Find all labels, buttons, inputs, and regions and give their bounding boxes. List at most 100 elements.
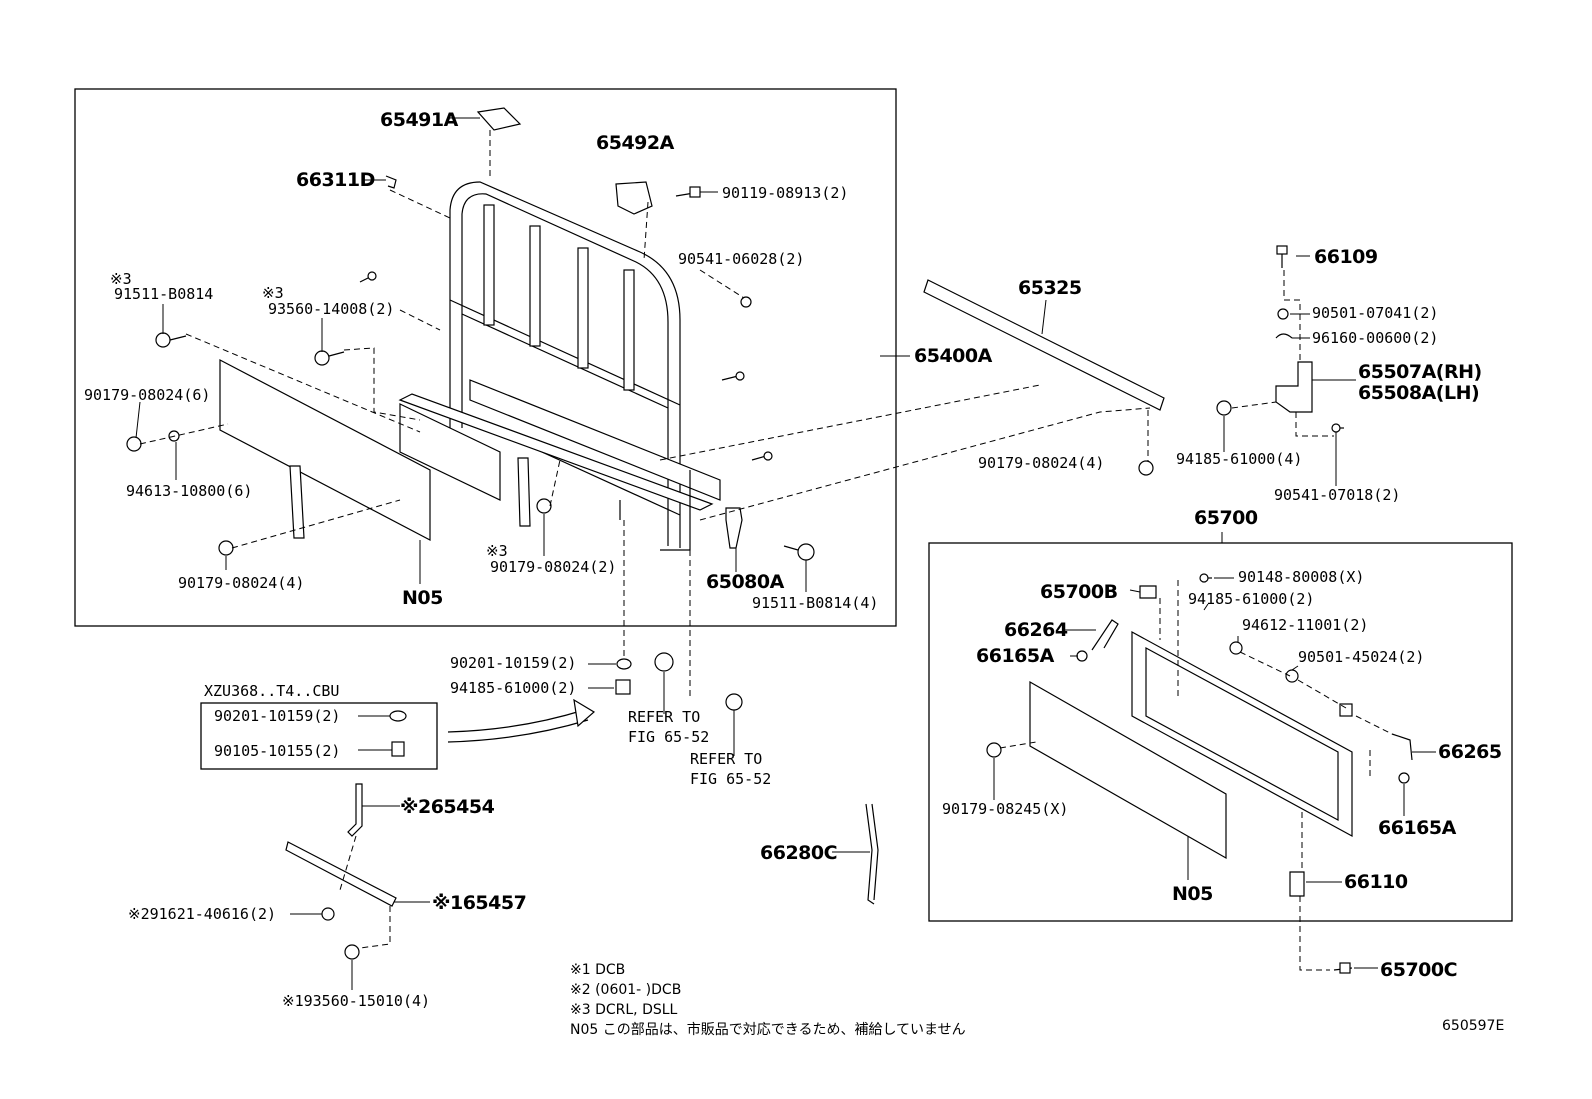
- label-94612: 94612-11001(2): [1242, 616, 1368, 634]
- label-refer2-line1: REFER TO: [690, 750, 762, 768]
- label-65700B: 65700B: [1040, 581, 1118, 603]
- bolt-91511-b: [797, 543, 815, 561]
- footnote-3: ※3 DCRL, DSLL: [570, 1002, 678, 1018]
- chain-66280C: [865, 803, 875, 905]
- nut-90179-b: [218, 540, 234, 556]
- label-65491A: 65491A: [380, 109, 459, 131]
- label-90501-b: 90501-45024(2): [1298, 648, 1424, 666]
- pin-96160: [1275, 333, 1293, 339]
- label-65454: ※265454: [400, 796, 495, 818]
- inner-plate: [399, 403, 501, 501]
- label-94185-b: 94185-61000(2): [1188, 590, 1314, 608]
- cap-66165A-b: [1398, 772, 1410, 784]
- label-65325: 65325: [1018, 277, 1082, 299]
- label-91621: ※291621-40616(2): [128, 905, 276, 923]
- washer-90501-b: [1285, 669, 1299, 683]
- label-91511-a: 91511-B0814: [114, 285, 213, 303]
- board-panel-n05: [219, 359, 431, 541]
- label-65457: ※165457: [432, 892, 526, 914]
- stay-65454: [347, 783, 363, 837]
- label-90201-inset: 90201-10159(2): [214, 707, 340, 725]
- nut-90501-45024: [1339, 703, 1353, 717]
- footnote-1: ※1 DCB: [570, 962, 625, 978]
- label-90541-a: 90541-06028(2): [678, 250, 804, 268]
- label-90179-d: 90179-08024(4): [978, 454, 1104, 472]
- washer-90201: [616, 658, 632, 670]
- bolt-91621: [321, 907, 335, 921]
- nut-94185-a: [1216, 400, 1232, 416]
- label-mark3-a: ※3: [110, 270, 132, 288]
- bracket-66110: [1289, 871, 1305, 897]
- label-mark3-c: ※3: [486, 542, 508, 560]
- label-90148: 90148-80008(X): [1238, 568, 1364, 586]
- label-94185-a: 94185-61000(4): [1176, 450, 1302, 468]
- bolt-90541-a: [740, 296, 752, 308]
- label-66264: 66264: [1004, 619, 1068, 641]
- label-90541-b: 90541-07018(2): [1274, 486, 1400, 504]
- part-65700B: [1139, 585, 1157, 599]
- label-65080A: 65080A: [706, 571, 785, 593]
- label-65400A: 65400A: [914, 345, 993, 367]
- label-refer1-line2: FIG 65-52: [628, 728, 709, 746]
- bolt-refer-2: [725, 693, 743, 711]
- label-65507A: 65507A(RH): [1358, 361, 1482, 383]
- label-66165A-b: 66165A: [1378, 817, 1457, 839]
- hinge-65507A: [1275, 361, 1313, 413]
- label-66165A-a: 66165A: [976, 645, 1055, 667]
- label-65492A: 65492A: [596, 132, 675, 154]
- tailgate-frame: [1131, 630, 1353, 838]
- main-assembly-box: [74, 88, 897, 627]
- label-66109: 66109: [1314, 246, 1378, 268]
- nut-90179-a: [126, 436, 142, 452]
- label-94613: 94613-10800(6): [126, 482, 252, 500]
- part-65491A-bracket: [476, 107, 522, 131]
- washer-90201-inset: [389, 710, 407, 722]
- tailgate-assembly-box: [928, 542, 1513, 922]
- headboard-frame-drawing: [398, 181, 721, 551]
- label-96160: 96160-00600(2): [1312, 329, 1438, 347]
- label-65700C: 65700C: [1380, 959, 1457, 981]
- label-mark3-b: ※3: [262, 284, 284, 302]
- part-65492A-block: [615, 181, 653, 215]
- label-n05-a: N05: [402, 587, 443, 609]
- label-93560-b: ※193560-15010(4): [282, 992, 430, 1010]
- label-90501-a: 90501-07041(2): [1312, 304, 1438, 322]
- inset-arrow: [447, 709, 585, 733]
- figure-id: 650597E: [1442, 1018, 1504, 1034]
- plate-65457: [285, 841, 397, 907]
- label-91511-b: 91511-B0814(4): [752, 594, 878, 612]
- stay-bracket-left: [289, 465, 305, 539]
- nut-90179-d: [1138, 460, 1154, 476]
- tailgate-board-n05: [1029, 680, 1227, 860]
- hook-65080A: [725, 507, 743, 549]
- label-inset-title: XZU368..T4..CBU: [204, 682, 339, 700]
- label-94185-c: 94185-61000(2): [450, 679, 576, 697]
- label-66280C: 66280C: [760, 842, 837, 864]
- footnote-n05: N05 この部品は、市販品で対応できるため、補給していません: [570, 1021, 966, 1038]
- label-90179-b: 90179-08024(4): [178, 574, 304, 592]
- washer-94612: [1229, 641, 1243, 655]
- washer-90501: [1277, 308, 1289, 320]
- label-90179-a: 90179-08024(6): [84, 386, 210, 404]
- label-n05-b: N05: [1172, 883, 1213, 905]
- label-65508A: 65508A(LH): [1358, 382, 1479, 404]
- bolt-91511-head: [155, 332, 171, 348]
- rod-66264: [1091, 619, 1119, 651]
- bolt-90105-inset: [391, 741, 405, 757]
- bushing-refer-1: [654, 652, 674, 672]
- label-90105-inset: 90105-10155(2): [214, 742, 340, 760]
- label-93560-a: 93560-14008(2): [268, 300, 394, 318]
- label-66311D: 66311D: [296, 169, 375, 191]
- clip-66311D: [385, 175, 397, 189]
- bolt-93560-b: [344, 944, 360, 960]
- stay-bracket-right: [517, 457, 531, 527]
- nut-90179-e: [986, 742, 1002, 758]
- nut-90179-c: [536, 498, 552, 514]
- label-refer1-line1: REFER TO: [628, 708, 700, 726]
- label-90119: 90119-08913(2): [722, 184, 848, 202]
- label-66265: 66265: [1438, 741, 1502, 763]
- label-90201-a: 90201-10159(2): [450, 654, 576, 672]
- label-65700: 65700: [1194, 507, 1258, 529]
- rail-65325: [923, 279, 1165, 411]
